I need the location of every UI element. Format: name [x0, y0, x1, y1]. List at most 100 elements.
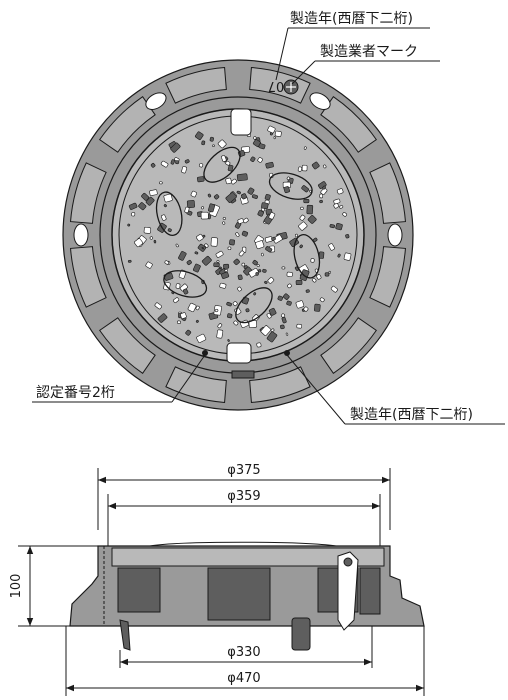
maker-mark-icon	[283, 79, 299, 95]
pattern-tile	[309, 189, 312, 193]
pattern-tile	[266, 313, 272, 319]
pattern-tile	[196, 333, 207, 343]
pattern-tile	[245, 308, 250, 313]
pattern-tile	[296, 323, 303, 329]
pattern-tile	[175, 243, 179, 248]
pattern-tile	[257, 210, 264, 217]
year-mark-top: 07	[268, 78, 285, 93]
pattern-tile	[204, 243, 209, 248]
pattern-tile	[127, 259, 132, 263]
pattern-tile	[267, 277, 275, 284]
pattern-tile	[271, 236, 276, 241]
pattern-tile	[268, 307, 277, 316]
callout-cert-number: 認定番号2桁	[36, 385, 115, 401]
pattern-tile	[186, 260, 192, 266]
pattern-tile	[149, 189, 158, 196]
pattern-tile	[301, 185, 309, 193]
pattern-tile	[195, 305, 200, 311]
pattern-tile	[241, 262, 245, 267]
pattern-tile	[175, 283, 181, 289]
pattern-tile	[178, 251, 187, 261]
frame-cell	[249, 366, 311, 404]
frame-slot	[145, 92, 167, 110]
pattern-tile	[219, 282, 227, 289]
pattern-tile	[225, 192, 237, 203]
pattern-tile	[226, 301, 232, 307]
pattern-tile	[196, 233, 204, 242]
pattern-tile	[283, 293, 290, 300]
pattern-tile	[141, 192, 150, 201]
pattern-tile	[223, 263, 230, 269]
pattern-tile	[216, 260, 220, 263]
pattern-tile	[192, 263, 201, 273]
pattern-tile	[301, 164, 308, 172]
pattern-tile	[163, 204, 167, 208]
section-view	[69, 541, 425, 651]
pattern-tile	[342, 212, 348, 217]
dim-inner-top: φ359	[227, 489, 260, 504]
pattern-leaf	[163, 270, 208, 298]
pattern-tile	[154, 302, 162, 310]
bottom-pick-hole	[226, 342, 252, 364]
pattern-leaf	[155, 191, 183, 236]
pattern-tile	[311, 161, 320, 170]
pattern-tile	[143, 226, 152, 234]
pattern-tile	[305, 289, 310, 293]
pattern-tile	[236, 173, 248, 182]
pattern-tile	[177, 320, 181, 324]
pattern-tile	[280, 324, 285, 330]
pattern-tile	[201, 255, 212, 266]
pattern-tile	[185, 329, 192, 336]
pattern-tile	[212, 144, 215, 147]
pattern-tile	[241, 230, 249, 237]
pattern-tile	[209, 136, 214, 142]
top-pick-hole	[230, 108, 252, 136]
pattern-tile	[200, 211, 209, 220]
pattern-tile	[274, 130, 282, 137]
pattern-tile	[201, 247, 205, 250]
pattern-tile	[216, 329, 224, 339]
pattern-tile	[316, 274, 322, 280]
pattern-tile	[242, 217, 249, 224]
pattern-tile	[269, 132, 273, 136]
pattern-tile	[190, 190, 197, 198]
pattern-tile	[158, 181, 163, 185]
pattern-tile	[319, 193, 323, 199]
pattern-tile	[267, 125, 276, 134]
pattern-tile	[182, 288, 189, 295]
pattern-tile	[229, 239, 235, 246]
pattern-tile	[277, 295, 284, 301]
pattern-tile	[195, 131, 204, 140]
pattern-tile	[207, 193, 212, 198]
pattern-tile	[150, 163, 156, 168]
pattern-tile	[286, 300, 292, 306]
dimension-lines: φ375 φ359 100 φ330 φ470	[9, 463, 425, 696]
pattern-tile	[256, 342, 262, 348]
frame-slot	[73, 223, 89, 247]
pattern-tile	[295, 300, 305, 309]
pattern-tile	[300, 206, 304, 210]
pattern-tile	[281, 266, 286, 270]
pattern-tile	[253, 292, 257, 296]
pattern-tile	[236, 190, 241, 195]
pattern-tile	[131, 212, 136, 217]
cover-pattern	[127, 120, 352, 348]
pattern-tile	[264, 193, 271, 201]
pattern-tile	[127, 223, 131, 227]
pattern-tile	[328, 243, 335, 251]
pattern-tile	[251, 194, 259, 199]
pattern-tile	[248, 268, 260, 278]
pattern-tile	[268, 212, 276, 220]
pattern-tile	[295, 279, 303, 286]
pattern-tile	[175, 160, 180, 165]
pattern-tile	[227, 246, 232, 250]
pattern-tile	[233, 320, 239, 326]
frame-cell	[369, 162, 407, 224]
pattern-tile	[264, 280, 268, 284]
pattern-tile	[337, 253, 341, 258]
pattern-tile	[184, 206, 190, 214]
pattern-tile	[324, 272, 330, 277]
bottom-hinge-plate	[231, 370, 255, 379]
pattern-tile	[285, 332, 289, 336]
pattern-tile	[194, 251, 199, 255]
